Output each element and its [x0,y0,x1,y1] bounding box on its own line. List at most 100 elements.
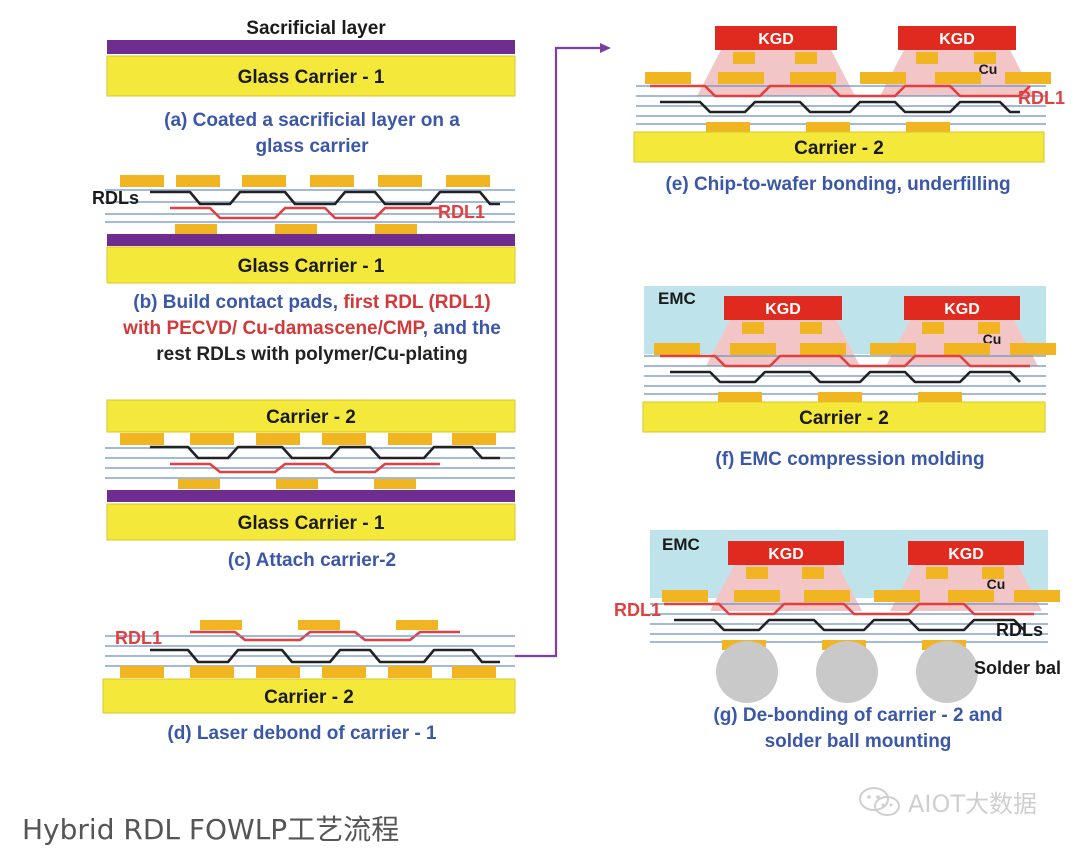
kgd-g-1-bump-r [802,567,824,579]
rdl-trace-c [150,445,500,460]
pad-e-bottom-0 [706,122,750,132]
kgd-f-1-label: KGD [765,301,801,318]
kgd-f-2 [904,296,1020,320]
glass-carrier-b [106,246,516,284]
pad-g-top-2 [804,590,850,602]
caption-a-line1: (a) Coated a sacrificial layer on a [164,110,460,131]
pad-b-top-3 [310,175,354,187]
rdl1-trace-b [170,206,440,220]
glass-carrier-c-label: Glass Carrier - 1 [238,513,385,534]
pad-b-bottom-1 [275,224,317,234]
pad-f-top-3 [870,343,916,355]
pad-e-top-5 [1005,72,1051,84]
pad-c-top-3 [322,433,366,445]
solder-ball-2 [916,641,978,703]
caption-f: (f) EMC compression molding [715,449,984,470]
carrier2-c [106,399,516,433]
pad-f-top-0 [654,343,700,355]
pad-d-bottom-1 [190,666,234,678]
solder-ball-label: Solder bal [974,658,1061,678]
emc-label-g: EMC [662,535,700,554]
rdls-label-g: RDLs [996,620,1043,640]
caption-g-line1: (g) De-bonding of carrier - 2 and [713,705,1002,726]
wechat-icon [859,786,900,816]
flow-connector [515,46,600,658]
kgd-g-1-bump-l [746,567,768,579]
pad-d-bottom-0 [120,666,164,678]
kgd-g-2 [908,541,1024,565]
caption-b-line3: rest RDLs with polymer/Cu-plating [156,344,467,365]
glass-carrier-b-label: Glass Carrier - 1 [238,256,385,277]
kgd-e-2-bump-r [974,52,996,64]
carrier2-f-label: Carrier - 2 [799,408,889,429]
kgd-f-2-bump-r [978,322,1000,334]
pad-c-top-5 [452,433,496,445]
kgd-f-2-label: KGD [944,301,980,318]
sacrificial-layer-c [107,490,515,502]
pad-c-top-2 [256,433,300,445]
pad-e-bottom-2 [906,122,950,132]
rdl-trace-d [150,648,500,664]
caption-c: (c) Attach carrier-2 [228,550,396,571]
rdl1-label-g: RDL1 [614,600,661,620]
glass-carrier-a-label: Glass Carrier - 1 [238,67,385,88]
pad-b-bottom-0 [175,224,217,234]
kgd-e-1 [715,26,837,50]
pad-d-bottom-4 [388,666,432,678]
watermark-text: AIOT大数据 [908,790,1038,818]
pad-f-top-2 [800,343,846,355]
carrier2-e-label: Carrier - 2 [794,138,884,159]
flow-arrowhead [600,43,611,53]
pad-e-top-0 [645,72,691,84]
pad-c-top-4 [388,433,432,445]
carrier2-c-label: Carrier - 2 [266,407,356,428]
solder-ball-1 [816,641,878,703]
caption-e: (e) Chip-to-wafer bonding, underfilling [665,174,1010,195]
kgd-e-2 [898,26,1016,50]
kgd-g-1-label: KGD [768,546,804,563]
rdl-trace-g [674,618,1025,632]
kgd-f-1 [724,296,842,320]
rdls-label-b: RDLs [92,188,139,208]
pad-e-top-3 [860,72,906,84]
rdl1-label-b: RDL1 [438,202,485,222]
rdl-trace-e [660,100,1020,114]
kgd-e-1-bump-r [795,52,817,64]
caption-g-line2: solder ball mounting [765,731,952,752]
pad-c-top-0 [120,433,164,445]
caption-b-line1: (b) Build contact pads, first RDL (RDL1) [133,292,491,313]
rdl-trace-b [150,190,500,206]
pad-b-top-0 [120,175,164,187]
kgd-f-1-bump-l [742,322,764,334]
pad-g-top-1 [734,590,780,602]
pad-c-bottom-1 [276,479,318,489]
pad-g-top-0 [662,590,708,602]
glass-carrier-a [106,55,516,97]
pad-d-bottom-2 [256,666,300,678]
kgd-g-2-label: KGD [948,546,984,563]
pad-f-top-1 [730,343,776,355]
carrier2-f [642,401,1046,433]
kgd-g-1 [728,541,844,565]
kgd-g-2-bump-r [982,567,1004,579]
pad-b-top-5 [446,175,490,187]
caption-a-line2: glass carrier [255,136,369,157]
kgd-f-1-underfill [706,316,860,366]
pad-d-bottom-5 [452,666,496,678]
rdl1-trace-e [650,84,1031,98]
caption-b-line2: with PECVD/ Cu-damascene/CMP, and the [122,318,501,339]
pad-f-top-4 [944,343,990,355]
watermark: AIOT大数据 [858,784,1037,819]
pad-c-top-1 [190,433,234,445]
pad-g-top-4 [948,590,994,602]
sacrificial-layer-b [107,234,515,246]
rdl1-label-d: RDL1 [115,628,162,648]
pad-c-bottom-0 [178,479,220,489]
kgd-e-2-bump-l [916,52,938,64]
pad-f-bottom-1 [818,392,862,402]
kgd-g-2-cu-label: Cu [987,576,1006,592]
pad-e-bottom-1 [806,122,850,132]
pad-b-top-4 [378,175,422,187]
rdl1-trace-g [664,602,1034,616]
